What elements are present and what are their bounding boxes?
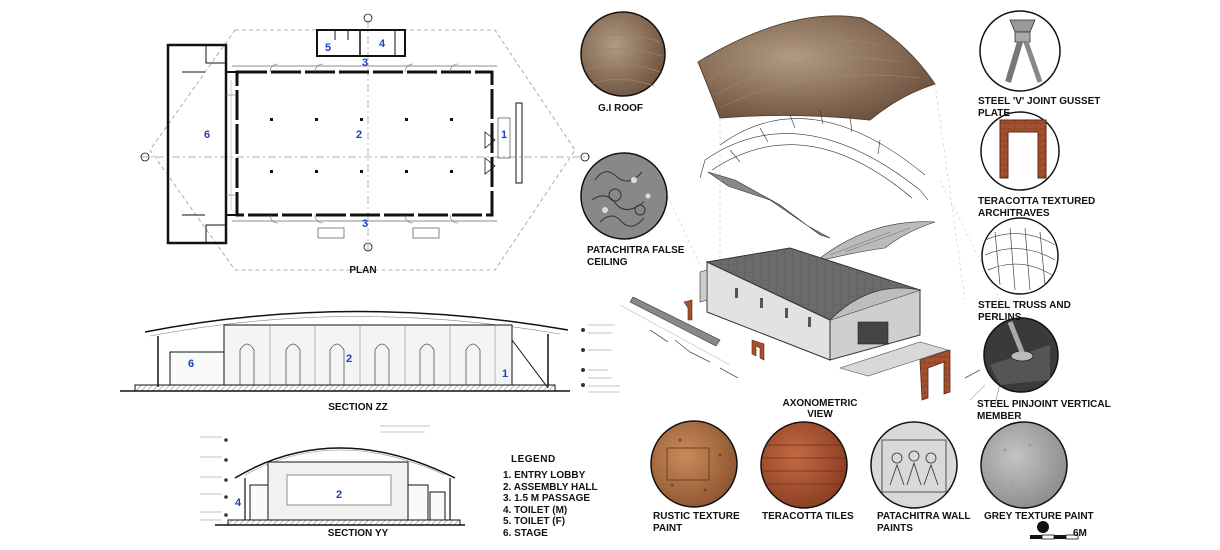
plan-title: PLAN (349, 265, 377, 276)
scale-label: 6M (1073, 528, 1087, 539)
legend-item: 2. ASSEMBLY HALL (503, 481, 598, 493)
patachitra-ceiling-label: PATACHITRA FALSE CEILING (587, 245, 685, 268)
scale-bar (1030, 521, 1079, 540)
teracotta-architraves-swatch-icon (980, 111, 1060, 191)
axonometric-title: AXONOMETRIC VIEW (782, 398, 858, 420)
legend-item: 5. TOILET (F) (503, 516, 566, 527)
teracotta-tiles-swatch-icon (760, 421, 848, 509)
legend-item: 4. TOILET (M) (503, 504, 568, 516)
steel-truss-label: STEEL TRUSS AND PERLINS (978, 300, 1071, 323)
steel-pinjoint-label: STEEL PINJOINT VERTICAL MEMBER (977, 399, 1111, 422)
gi-roof-swatch-icon (580, 11, 666, 97)
steel-v-joint-swatch-icon (979, 10, 1061, 92)
section-zz-drawing (120, 310, 620, 393)
rustic-paint-swatch-icon (650, 420, 738, 508)
floor-plan (140, 13, 590, 271)
rustic-paint-label: RUSTIC TEXTURE PAINT (653, 511, 740, 534)
axonometric-drawing (619, 15, 1004, 406)
plan-marker-toilet-f: 5 (325, 42, 332, 54)
legend-item: 6. STAGE (503, 527, 548, 539)
patachitra-wall-swatch-icon (870, 421, 958, 509)
section-yy-title: SECTION YY (327, 528, 389, 539)
legend-item: 1. ENTRY LOBBY (503, 470, 586, 481)
plan-marker-entry: 1 (501, 129, 508, 141)
section-zz-marker-stage: 6 (188, 358, 195, 370)
patachitra-ceiling-swatch-icon (580, 152, 668, 240)
plan-marker-toilet-m: 4 (379, 38, 386, 50)
legend-heading: LEGEND (511, 454, 556, 465)
teracotta-tiles-label: TERACOTTA TILES (762, 511, 854, 522)
teracotta-architraves-label: TERACOTTA TEXTURED ARCHITRAVES (978, 196, 1096, 219)
legend: LEGEND 1. ENTRY LOBBY 2. ASSEMBLY HALL 3… (503, 454, 598, 539)
legend-item: 3. 1.5 M PASSAGE (503, 493, 591, 504)
gi-roof-label: G.I ROOF (598, 103, 643, 114)
plan-marker-stage: 6 (204, 129, 211, 141)
steel-v-joint-label: STEEL 'V' JOINT GUSSET PLATE (978, 96, 1101, 119)
section-zz-marker-hall: 2 (346, 353, 353, 365)
section-yy-marker-hall: 2 (336, 489, 343, 501)
plan-marker-passage-bottom: 3 (362, 218, 369, 230)
steel-pinjoint-swatch-icon (983, 317, 1059, 393)
section-zz-marker-entry: 1 (502, 368, 509, 380)
plan-marker-hall: 2 (356, 129, 363, 141)
grey-paint-swatch-icon (980, 421, 1068, 509)
patachitra-wall-label: PATACHITRA WALL PAINTS (877, 511, 971, 534)
grey-paint-label: GREY TEXTURE PAINT (984, 511, 1094, 522)
section-yy-marker-toilet: 4 (235, 497, 242, 509)
steel-truss-swatch-icon (981, 217, 1059, 295)
plan-marker-passage-top: 3 (362, 57, 369, 69)
section-zz-title: SECTION ZZ (328, 402, 388, 413)
section-yy-drawing (200, 425, 465, 526)
